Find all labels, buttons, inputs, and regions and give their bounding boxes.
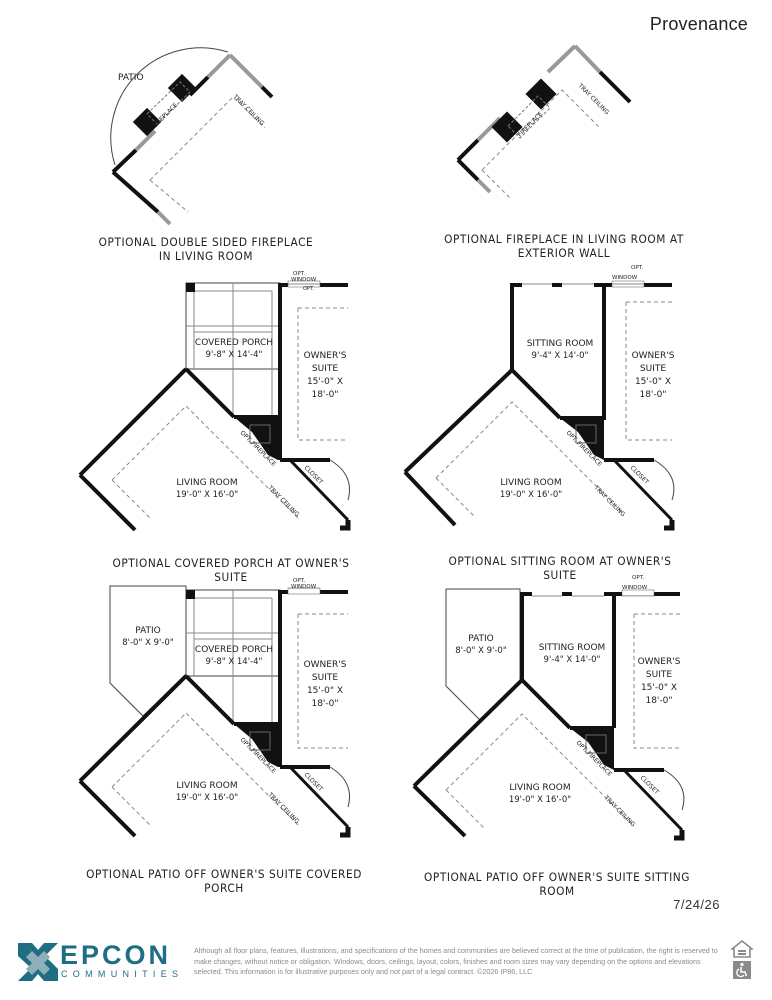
svg-text:WINDOW: WINDOW	[622, 585, 648, 591]
svg-text:OWNER'S: OWNER'S	[632, 351, 675, 361]
tray-ceiling-label: TRAY CEILING	[576, 82, 611, 117]
svg-text:TRAY CEILING: TRAY CEILING	[266, 484, 301, 519]
caption-exterior-fireplace: OPTIONAL FIREPLACE IN LIVING ROOM AT EXT…	[444, 232, 684, 260]
plan-sitting-room: OPT. WINDOW SITTING ROOM 9'-4" X 14'-0" …	[403, 265, 675, 531]
svg-text:9'-8" X 14'-4": 9'-8" X 14'-4"	[206, 350, 263, 360]
fireplace-block	[167, 73, 197, 103]
svg-text:TRAY CEILING: TRAY CEILING	[592, 484, 627, 519]
patio-arc	[110, 47, 229, 166]
svg-text:15'-0" X: 15'-0" X	[635, 377, 671, 387]
svg-text:LIVING ROOM: LIVING ROOM	[176, 478, 237, 488]
svg-text:19'-0" X 16'-0": 19'-0" X 16'-0"	[509, 795, 571, 805]
svg-text:OWNER'S: OWNER'S	[638, 657, 681, 667]
svg-text:TRAY CEILING: TRAY CEILING	[266, 791, 301, 826]
svg-text:COVERED PORCH: COVERED PORCH	[195, 338, 273, 348]
svg-text:18'-0": 18'-0"	[639, 390, 666, 400]
svg-text:18'-0": 18'-0"	[311, 390, 338, 400]
svg-text:SUITE: SUITE	[312, 364, 338, 374]
svg-text:15'-0" X: 15'-0" X	[307, 377, 343, 387]
svg-text:WINDOW: WINDOW	[291, 277, 317, 283]
svg-text:PATIO: PATIO	[135, 626, 161, 636]
svg-text:LIVING ROOM: LIVING ROOM	[500, 478, 561, 488]
svg-text:CLOSET: CLOSET	[629, 464, 651, 486]
svg-text:OWNER'S: OWNER'S	[304, 660, 347, 670]
svg-text:SITTING ROOM: SITTING ROOM	[539, 643, 606, 653]
svg-text:18'-0": 18'-0"	[645, 696, 672, 706]
svg-text:SUITE: SUITE	[646, 670, 672, 680]
svg-text:OPT.: OPT.	[293, 578, 305, 584]
svg-text:LIVING ROOM: LIVING ROOM	[176, 781, 237, 791]
svg-text:LIVING ROOM: LIVING ROOM	[509, 783, 570, 793]
fireplace-label: FIREPLACE	[516, 111, 544, 139]
svg-text:PATIO: PATIO	[468, 634, 494, 644]
svg-text:TRAY CEILING: TRAY CEILING	[602, 794, 637, 829]
svg-text:9'-8" X 14'-4": 9'-8" X 14'-4"	[206, 657, 263, 667]
wall	[260, 85, 274, 99]
svg-text:15'-0" X: 15'-0" X	[641, 683, 677, 693]
svg-text:19'-0" X 16'-0": 19'-0" X 16'-0"	[500, 490, 562, 500]
svg-text:8'-0" X 9'-0": 8'-0" X 9'-0"	[122, 638, 174, 648]
caption-patio-sitting-room: OPTIONAL PATIO OFF OWNER'S SUITE SITTING…	[424, 870, 690, 898]
logo-wordmark: EPCON	[60, 940, 172, 970]
caption-sitting-room: OPTIONAL SITTING ROOM AT OWNER'S SUITE	[448, 554, 672, 582]
logo-subtitle: COMMUNITIES	[61, 969, 184, 979]
svg-text:8'-0" X 9'-0": 8'-0" X 9'-0"	[455, 646, 507, 656]
svg-text:OPT.: OPT.	[631, 265, 643, 271]
svg-text:CLOSET: CLOSET	[639, 774, 661, 796]
epcon-logo-icon	[18, 943, 58, 981]
svg-text:19'-0" X 16'-0": 19'-0" X 16'-0"	[176, 793, 238, 803]
window	[228, 53, 264, 89]
plan-double-sided-fireplace: PATIO FIREPLACE TRAY CEILING	[110, 47, 274, 226]
svg-text:SUITE: SUITE	[312, 673, 338, 683]
window	[134, 129, 157, 152]
caption-double-sided-fireplace: OPTIONAL DOUBLE SIDED FIREPLACE IN LIVIN…	[98, 235, 314, 263]
svg-text:SITTING ROOM: SITTING ROOM	[527, 339, 594, 349]
opt-window-label: OPT.	[293, 271, 305, 277]
plan-covered-porch: OPT. OPT. WINDOW COVERED PORCH 9'-8" X 1…	[78, 271, 351, 532]
brand-title: Provenance	[649, 14, 748, 34]
window	[156, 210, 172, 226]
svg-text:OWNER'S: OWNER'S	[304, 351, 347, 361]
svg-text:WINDOW: WINDOW	[291, 584, 317, 590]
svg-text:9'-4" X 14'-0": 9'-4" X 14'-0"	[532, 351, 589, 361]
svg-text:OPT.: OPT.	[632, 575, 644, 581]
wall	[111, 148, 138, 174]
legal-disclaimer: Although all floor plans, features, illu…	[194, 946, 718, 976]
wall	[111, 170, 160, 214]
svg-text:15'-0" X: 15'-0" X	[307, 686, 343, 696]
caption-covered-porch: OPTIONAL COVERED PORCH AT OWNER'S SUITE	[112, 556, 350, 584]
window	[206, 53, 232, 79]
wheelchair-icon	[733, 961, 751, 979]
patio-label: PATIO	[118, 73, 144, 83]
wall	[188, 75, 210, 97]
tray-ceiling-label: TRAY CEILING	[231, 93, 266, 128]
plan-patio-sitting-room: OPT. WINDOW PATIO 8'-0" X 9'-0" SITTING …	[412, 575, 685, 841]
svg-text:SUITE: SUITE	[640, 364, 666, 374]
plan-patio-covered-porch: OPT. WINDOW PATIO 8'-0" X 9'-0" COVERED …	[78, 578, 351, 838]
equal-housing-icon	[731, 940, 753, 979]
svg-text:19'-0" X 16'-0": 19'-0" X 16'-0"	[176, 490, 238, 500]
floor-plan-drawings: PATIO FIREPLACE TRAY CEILING FIREPLACE T…	[78, 44, 685, 841]
svg-text:COVERED PORCH: COVERED PORCH	[195, 645, 273, 655]
date-stamp: 7/24/26	[673, 897, 720, 912]
caption-patio-covered-porch: OPTIONAL PATIO OFF OWNER'S SUITE COVERED…	[86, 867, 362, 895]
plan-exterior-fireplace: FIREPLACE TRAY CEILING	[456, 44, 632, 199]
svg-text:18'-0": 18'-0"	[311, 699, 338, 709]
svg-text:WINDOW: WINDOW	[612, 275, 638, 281]
tray-ceiling-outline	[149, 96, 266, 181]
svg-text:OPT.: OPT.	[303, 286, 314, 292]
svg-text:9'-4" X 14'-0": 9'-4" X 14'-0"	[544, 655, 601, 665]
